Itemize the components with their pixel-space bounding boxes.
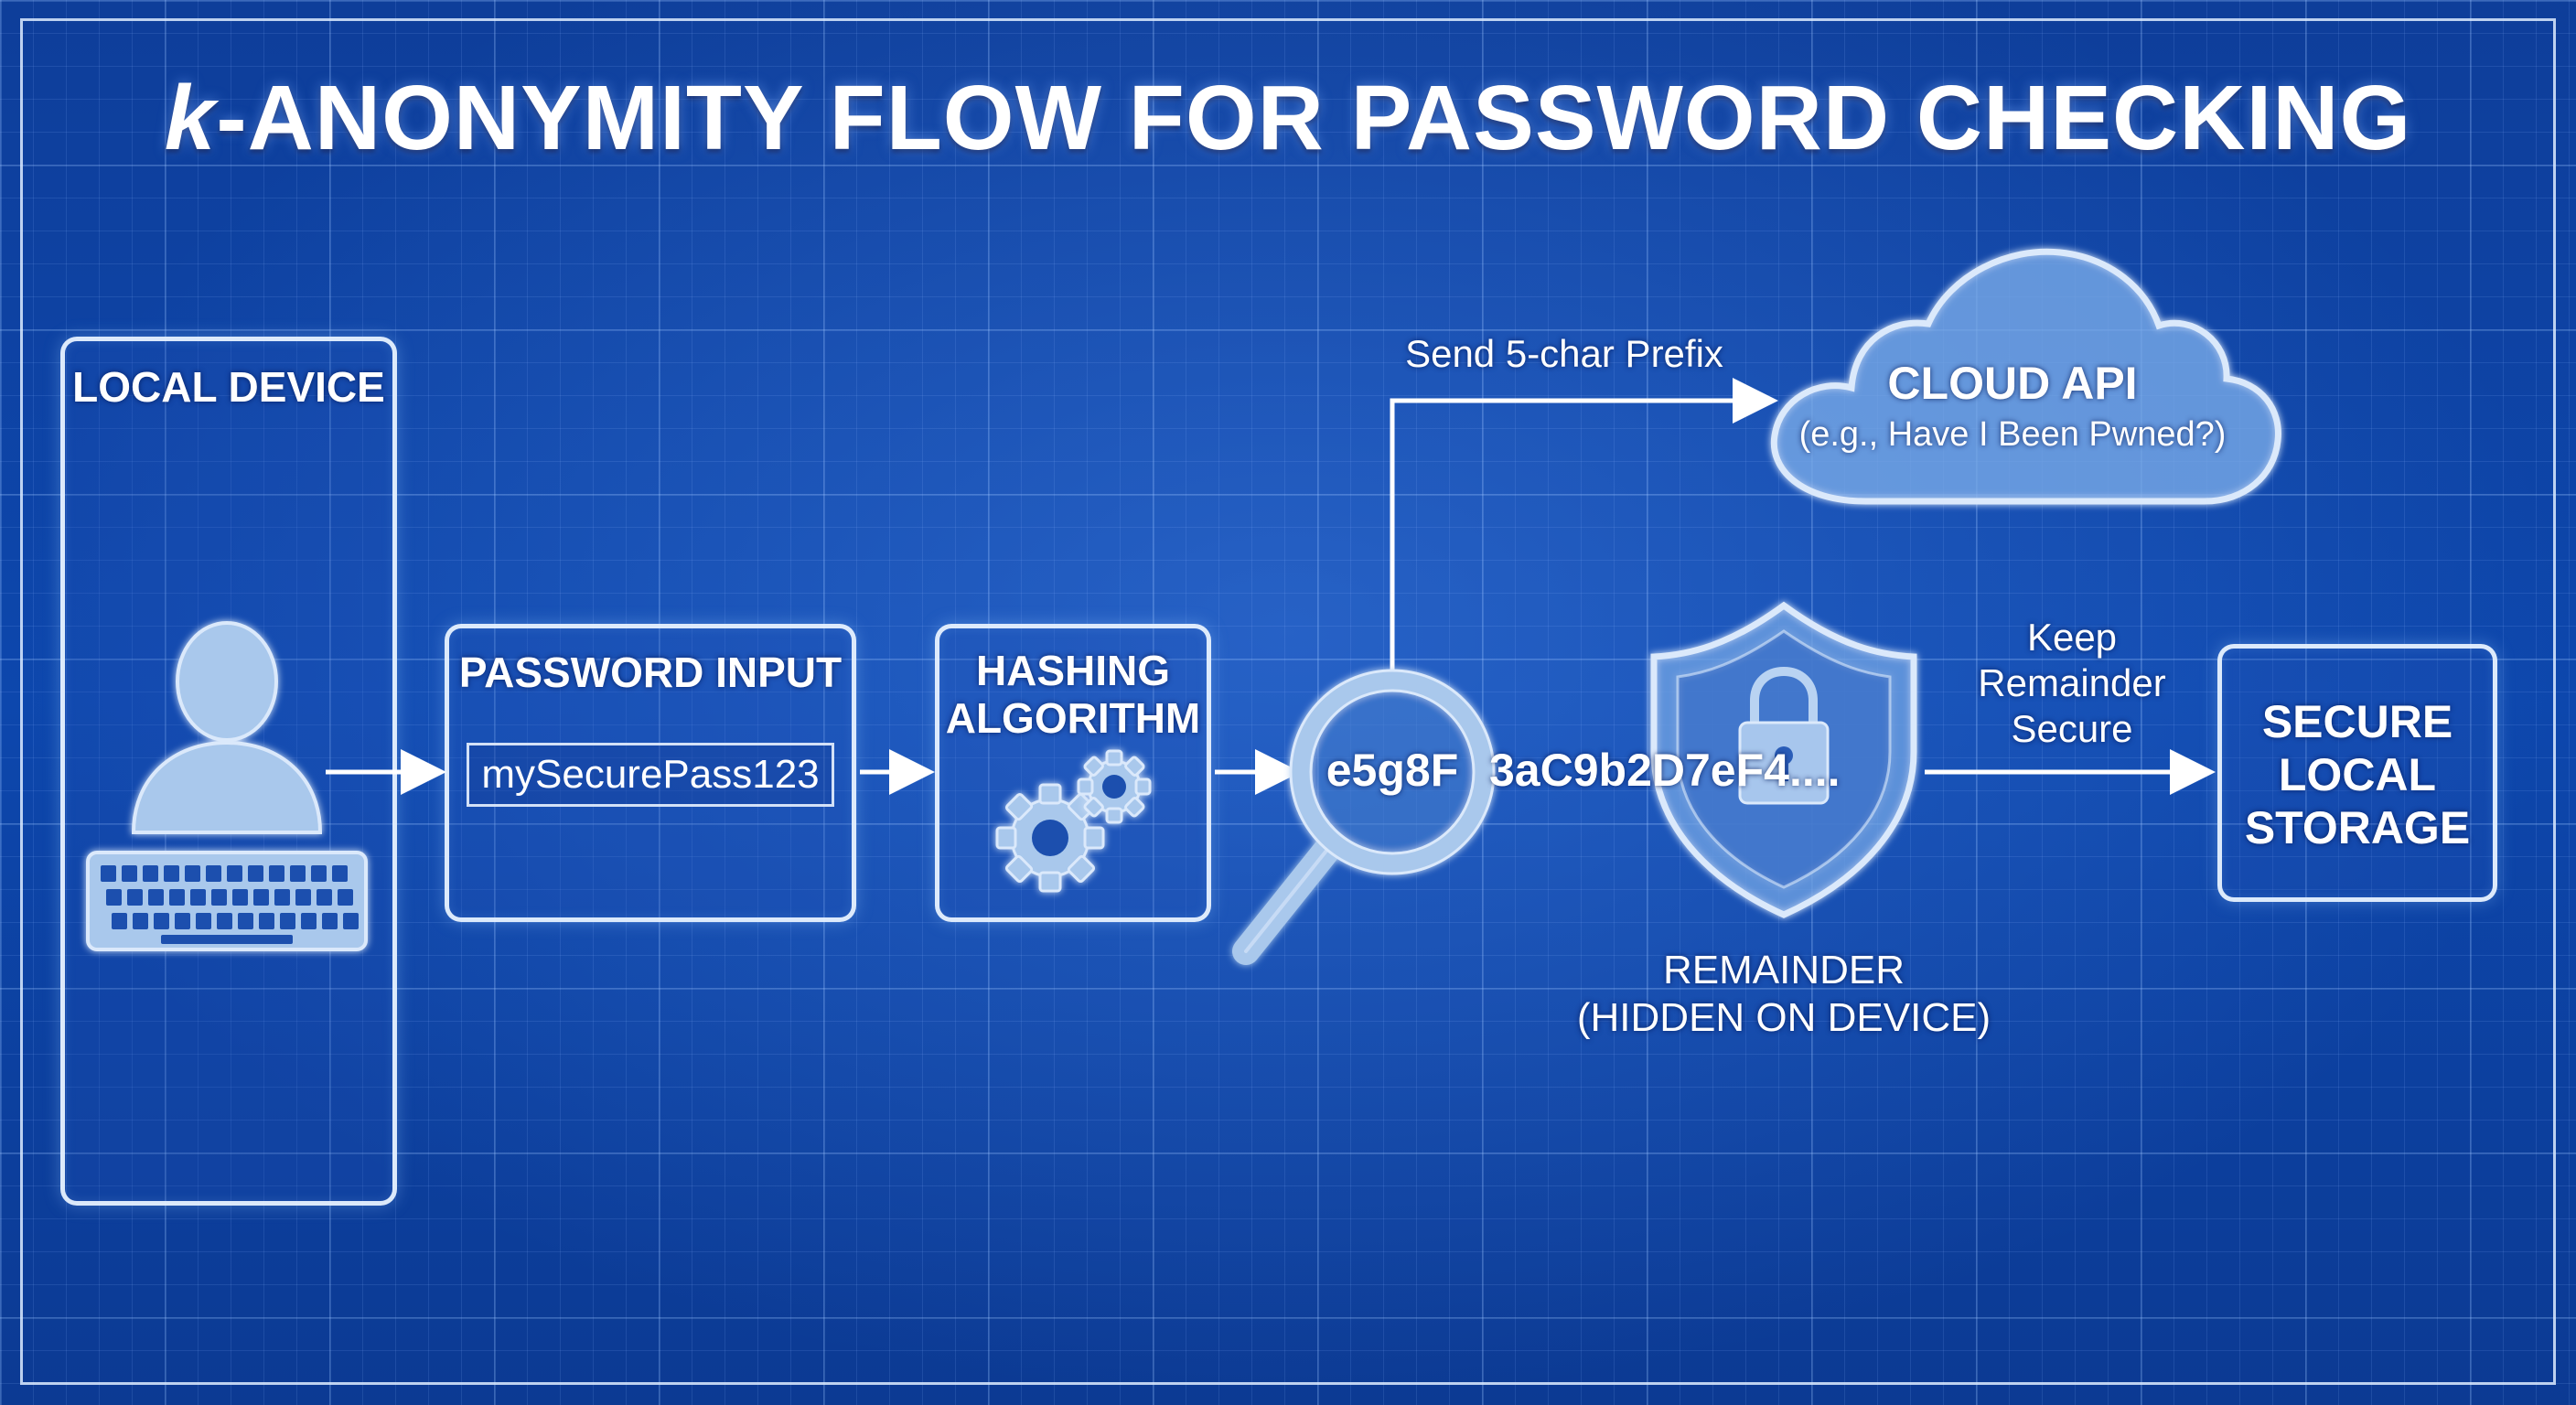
- gear-tooth: [1067, 792, 1096, 821]
- keyboard-key: [253, 889, 269, 906]
- keyboard-key: [238, 913, 253, 929]
- keyboard-key: [232, 889, 248, 906]
- keyboard-spacebar: [161, 935, 293, 944]
- keyboard-key: [317, 889, 332, 906]
- gear-tooth: [1105, 807, 1123, 824]
- keyboard-key: [112, 913, 127, 929]
- gear-tooth: [1004, 792, 1034, 821]
- keyboard-key: [217, 913, 232, 929]
- diagram-title: k-ANONYMITY FLOW FOR PASSWORD CHECKING: [0, 66, 2576, 171]
- padlock-icon: [1738, 666, 1830, 805]
- gear-tooth: [1134, 778, 1152, 796]
- keep-line-1: Keep: [2026, 616, 2118, 659]
- keyboard-key: [175, 913, 190, 929]
- keyboard-key: [311, 865, 327, 882]
- keyboard-key: [106, 889, 122, 906]
- gear-tooth: [1038, 871, 1062, 893]
- cloud-icon: [1770, 248, 2281, 505]
- gear-tooth: [995, 826, 1017, 850]
- keep-line-3: Secure: [2011, 707, 2133, 750]
- gear-tooth: [1105, 749, 1123, 767]
- keyboard-key: [290, 865, 306, 882]
- keyboard-key: [143, 865, 158, 882]
- gear-tooth: [1083, 797, 1104, 818]
- keyboard-key: [122, 865, 137, 882]
- remainder-caption-line-1: REMAINDER: [1662, 948, 1905, 992]
- keyboard-key: [101, 865, 116, 882]
- keyboard-key: [169, 889, 185, 906]
- keyboard-key: [332, 865, 348, 882]
- keyboard-key: [248, 865, 263, 882]
- flow-arrows: [326, 378, 2216, 795]
- password-field[interactable]: mySecurePass123: [467, 743, 834, 807]
- gear-icon-large: [995, 783, 1105, 893]
- gear-tooth: [1077, 778, 1094, 796]
- keyboard-key: [196, 913, 211, 929]
- password-input-box: PASSWORD INPUT: [445, 624, 856, 922]
- keyboard-key: [133, 913, 148, 929]
- storage-line-3: STORAGE: [2244, 802, 2471, 853]
- hashing-line-1: HASHING: [975, 647, 1171, 694]
- secure-storage-box: SECURE LOCAL STORAGE: [2217, 644, 2497, 902]
- remainder-caption-line-2: (HIDDEN ON DEVICE): [1576, 995, 1991, 1040]
- keyboard-key: [269, 865, 284, 882]
- title-k: k: [164, 67, 217, 169]
- keyboard-key: [127, 889, 143, 906]
- keyboard-key: [280, 913, 295, 929]
- gear-tooth: [1083, 826, 1105, 850]
- keyboard-key: [206, 865, 221, 882]
- cloud-api-subtitle: (e.g., Have I Been Pwned?): [1798, 415, 2227, 454]
- title-rest: -ANONYMITY FLOW FOR PASSWORD CHECKING: [216, 67, 2412, 169]
- gear-icon-small: [1077, 749, 1152, 824]
- keyboard-key: [301, 913, 317, 929]
- keyboard-key: [343, 913, 359, 929]
- keep-line-2: Remainder: [1978, 661, 2166, 704]
- keyboard-key: [148, 889, 164, 906]
- keyboard-key: [164, 865, 179, 882]
- gear-tooth: [1124, 756, 1145, 777]
- hash-prefix: e5g8F: [1326, 745, 1459, 796]
- gear-tooth: [1004, 854, 1034, 884]
- keyboard-key: [227, 865, 242, 882]
- keyboard-key: [259, 913, 274, 929]
- arrow-prefix-to-cloud: [1390, 378, 1778, 675]
- keyboard-key: [338, 889, 353, 906]
- keyboard-key: [322, 913, 338, 929]
- hashing-line-2: ALGORITHM: [945, 694, 1201, 742]
- gear-tooth: [1083, 756, 1104, 777]
- magnifier-icon: [1232, 669, 1496, 965]
- cloud-api-title: CLOUD API: [1887, 358, 2138, 409]
- user-icon: [131, 621, 323, 834]
- keyboard-key: [190, 889, 206, 906]
- keyboard-key: [154, 913, 169, 929]
- gear-tooth: [1038, 783, 1062, 805]
- gear-tooth: [1124, 797, 1145, 818]
- password-input-label: PASSWORD INPUT: [458, 649, 843, 696]
- storage-line-2: LOCAL: [2278, 749, 2437, 800]
- gear-tooth: [1067, 854, 1096, 884]
- keyboard-key: [185, 865, 200, 882]
- outer-frame: [20, 18, 2556, 1385]
- send-prefix-label: Send 5-char Prefix: [1405, 332, 1723, 375]
- local-device-label: LOCAL DEVICE: [72, 363, 385, 411]
- hash-remainder: 3aC9b2D7eF4....: [1489, 745, 1841, 796]
- storage-line-1: SECURE: [2261, 696, 2453, 747]
- keyboard-key: [211, 889, 227, 906]
- keyboard-icon: [86, 851, 368, 951]
- keyboard-key: [295, 889, 311, 906]
- keyboard-key: [274, 889, 290, 906]
